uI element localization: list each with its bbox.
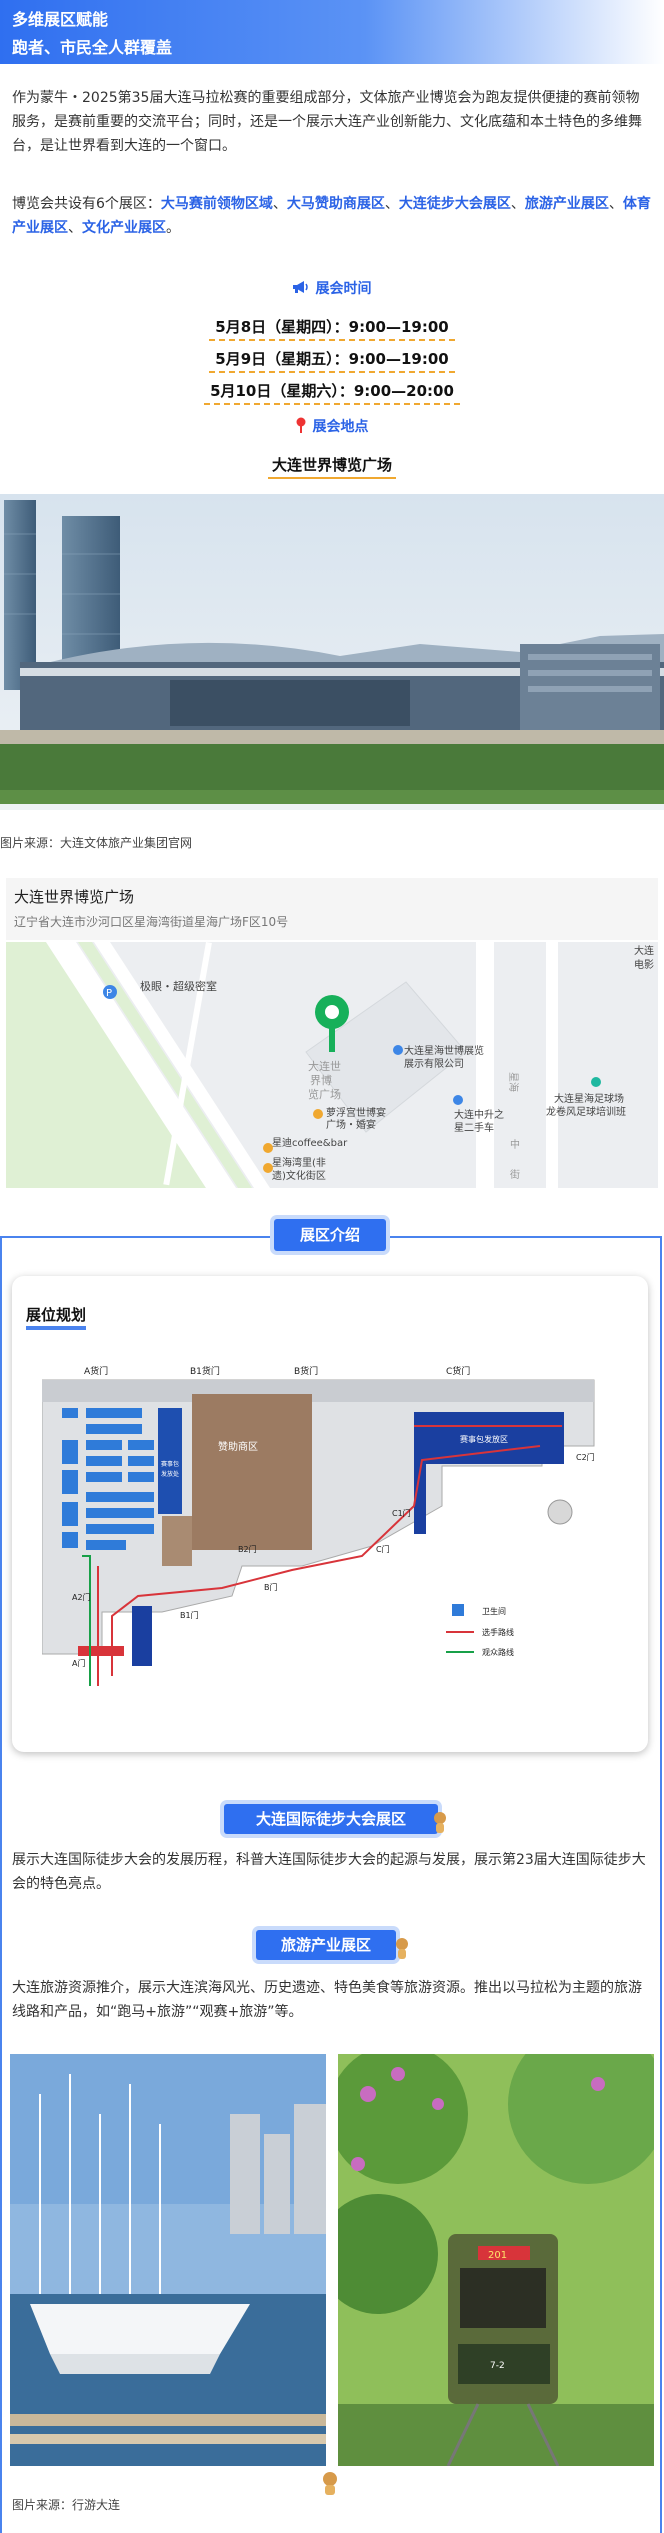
zone-2: 大马赞助商展区: [286, 196, 385, 212]
door-a-label: A门: [72, 1658, 85, 1668]
door-b-label: B门: [264, 1582, 278, 1592]
parking-icon: P: [106, 988, 112, 999]
header-title-line1: 多维展区赋能: [12, 10, 109, 29]
door-c-label: C门: [376, 1544, 390, 1554]
map-view[interactable]: P 极眼・超级密室 大连世 界博 览广场 萝浮宫世博宴 广场・婚宴 星迪coff…: [6, 942, 658, 1188]
map-place-name: 大连世界博览广场: [14, 888, 135, 906]
svg-text:中: 中: [510, 1138, 520, 1151]
sponsor-area-label: 赞助商区: [218, 1440, 258, 1453]
mascot-icon: [430, 1810, 450, 1834]
map-address: 辽宁省大连市沙河口区星海湾街道星海广场F区10号: [14, 915, 289, 929]
svg-text:观众路线: 观众路线: [482, 1647, 514, 1657]
zone-1: 大马赛前领物区域: [160, 196, 273, 212]
schedule-time-1: 5月8日（星期四）：9:00—19:00: [209, 314, 455, 341]
floorplan-legend: 卫生间 选手路线 观众路线: [446, 1604, 514, 1657]
svg-text:大连: 大连: [634, 944, 654, 957]
zones-paragraph: 博览会共设有6个展区：大马赛前领物区域、大马赞助商展区、大连徒步大会展区、旅游产…: [12, 196, 651, 236]
zone-4: 旅游产业展区: [524, 196, 609, 212]
tourism-zone-text: 大连旅游资源推介，展示大连滨海风光、历史遗迹、特色美食等旅游资源。推出以马拉松为…: [12, 1980, 642, 2020]
svg-text:星海: 星海: [507, 1072, 520, 1092]
kit-area-label: 赛事包发放区: [460, 1434, 508, 1444]
photo1-caption: 图片来源：大连文体旅产业集团官网: [0, 836, 193, 850]
schedule-time-3: 5月10日（星期六）：9:00—20:00: [204, 378, 460, 405]
section-header: 多维展区赋能 跑者、市民全人群覆盖: [0, 0, 664, 64]
svg-text:展示有限公司: 展示有限公司: [404, 1057, 464, 1070]
door-c2-label: C2门: [576, 1452, 595, 1462]
section-title: 展区介绍: [274, 1219, 386, 1251]
door-c1-label: C1门: [392, 1508, 411, 1518]
svg-text:星海湾里(非: 星海湾里(非: [272, 1156, 326, 1169]
svg-text:星二手车: 星二手车: [454, 1121, 494, 1134]
gate-b-label: B货门: [294, 1365, 318, 1377]
zone-6: 文化产业展区: [82, 220, 166, 236]
zone-3: 大连徒步大会展区: [398, 196, 511, 212]
gate-b1-label: B1货门: [190, 1365, 220, 1377]
svg-text:卫生间: 卫生间: [482, 1606, 506, 1616]
location-label: 展会地点: [0, 416, 664, 437]
schedule-label: 展会时间: [0, 278, 664, 298]
expo-building-photo: [0, 494, 664, 810]
floorplan-card: 展位规划 A货门 B1货门 B货门 C货门 赛事包 发放处 赞助商区: [12, 1276, 648, 1752]
map-poi-jiyou: 极眼・超级密室: [140, 979, 217, 993]
gate-c-label: C货门: [446, 1365, 470, 1377]
svg-text:龙卷风足球培训班: 龙卷风足球培训班: [546, 1105, 626, 1118]
mascot-icon: [318, 2470, 342, 2496]
svg-text:遗)文化街区: 遗)文化街区: [272, 1169, 326, 1182]
svg-text:大连星海世博展览: 大连星海世博展览: [404, 1044, 484, 1057]
svg-text:电影: 电影: [634, 958, 654, 971]
location-pin-icon: [295, 417, 307, 437]
tram-plate: 201: [488, 2250, 507, 2261]
gate-a-label: A货门: [84, 1365, 108, 1377]
door-b2-label: B2门: [238, 1544, 257, 1554]
hiking-zone-title: 大连国际徒步大会展区: [224, 1804, 438, 1834]
tram-number: 7-2: [490, 2361, 505, 2371]
svg-text:大连星海足球场: 大连星海足球场: [554, 1092, 624, 1105]
megaphone-icon: [292, 279, 310, 298]
map-marker-icon: [315, 995, 349, 1052]
location-name: 大连世界博览广场: [267, 452, 396, 479]
schedule-time-2: 5月9日（星期五）：9:00—19:00: [209, 346, 455, 373]
mascot-icon: [392, 1936, 412, 1960]
svg-text:街: 街: [510, 1168, 520, 1181]
tram-photo: 201 7-2: [318, 2024, 664, 2467]
svg-text:赛事包: 赛事包: [161, 1460, 179, 1468]
tourism-zone-title: 旅游产业展区: [256, 1930, 396, 1960]
photo2-caption: 图片来源：行游大连: [12, 2498, 121, 2512]
intro-paragraph: 作为蒙牛・2025第35届大连马拉松赛的重要组成部分，文体旅产业博览会为跑友提供…: [12, 90, 642, 154]
svg-text:览广场: 览广场: [308, 1087, 341, 1101]
svg-text:星迪coffee&bar: 星迪coffee&bar: [272, 1137, 348, 1149]
map-header[interactable]: 大连世界博览广场 辽宁省大连市沙河口区星海湾街道星海广场F区10号: [6, 878, 658, 940]
svg-text:大连中升之: 大连中升之: [454, 1108, 504, 1121]
door-a2-label: A2门: [72, 1592, 91, 1602]
svg-text:选手路线: 选手路线: [482, 1627, 514, 1637]
header-title-line2: 跑者、市民全人群覆盖: [12, 38, 173, 57]
hiking-zone-text: 展示大连国际徒步大会的发展历程，科普大连国际徒步大会的起源与发展，展示第23届大…: [12, 1852, 646, 1892]
svg-text:大连世: 大连世: [308, 1059, 341, 1073]
svg-text:发放处: 发放处: [161, 1470, 179, 1478]
svg-text:广场・婚宴: 广场・婚宴: [326, 1118, 376, 1131]
svg-text:萝浮宫世博宴: 萝浮宫世博宴: [326, 1106, 386, 1119]
door-b1-label: B1门: [180, 1610, 199, 1620]
plan-title: 展位规划: [26, 1304, 87, 1330]
floorplan-diagram: A货门 B1货门 B货门 C货门 赛事包 发放处 赞助商区 赛事包发放区: [41, 1356, 632, 1686]
marina-photo: [10, 2054, 326, 2466]
svg-text:界博: 界博: [310, 1074, 332, 1087]
zone-5: 体育产业展区: [12, 196, 651, 236]
